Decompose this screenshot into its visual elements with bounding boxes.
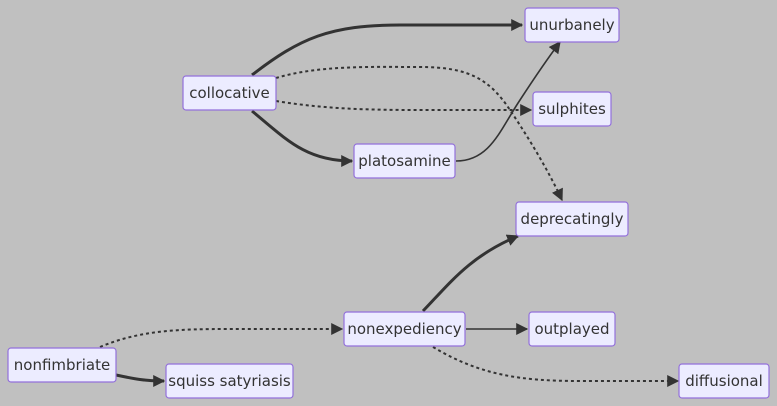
node-label: deprecatingly (521, 210, 624, 228)
edge-collocative-sulphites (275, 100, 533, 116)
node-label: nonexpediency (347, 320, 461, 338)
node-diffusional[interactable]: diffusional (678, 363, 770, 399)
edge-platosamine-unurbanely (455, 41, 561, 162)
node-label: nonfimbriate (14, 356, 110, 374)
node-label: squiss satyriasis (168, 372, 291, 390)
edge-collocative-platosamine (251, 109, 354, 167)
node-nonfimbriate[interactable]: nonfimbriate (7, 347, 117, 383)
node-outplayed[interactable]: outplayed (528, 311, 616, 347)
edges (99, 19, 680, 387)
node-sulphites[interactable]: sulphites (532, 91, 612, 127)
node-collocative[interactable]: collocative (182, 75, 277, 111)
edge-nonexpediency-deprecatingly (421, 234, 520, 313)
node-nonexpediency[interactable]: nonexpediency (343, 311, 466, 347)
edge-nonexpediency-diffusional (432, 346, 680, 387)
edge-nonfimbriate-nonexpediency (99, 323, 344, 348)
node-label: diffusional (685, 372, 763, 390)
node-platosamine[interactable]: platosamine (353, 143, 456, 179)
node-label: collocative (189, 84, 270, 102)
edge-collocative-deprecatingly (275, 65, 563, 202)
edge-collocative-unurbanely (251, 19, 524, 77)
node-squiss-satyriasis[interactable]: squiss satyriasis (165, 363, 294, 399)
node-deprecatingly[interactable]: deprecatingly (515, 201, 629, 237)
node-unurbanely[interactable]: unurbanely (524, 7, 620, 43)
edge-nonfimbriate-squiss-satyriasis (115, 373, 166, 387)
node-label: unurbanely (529, 16, 614, 34)
node-label: platosamine (358, 152, 450, 170)
node-label: sulphites (538, 100, 606, 118)
node-label: outplayed (534, 320, 609, 338)
